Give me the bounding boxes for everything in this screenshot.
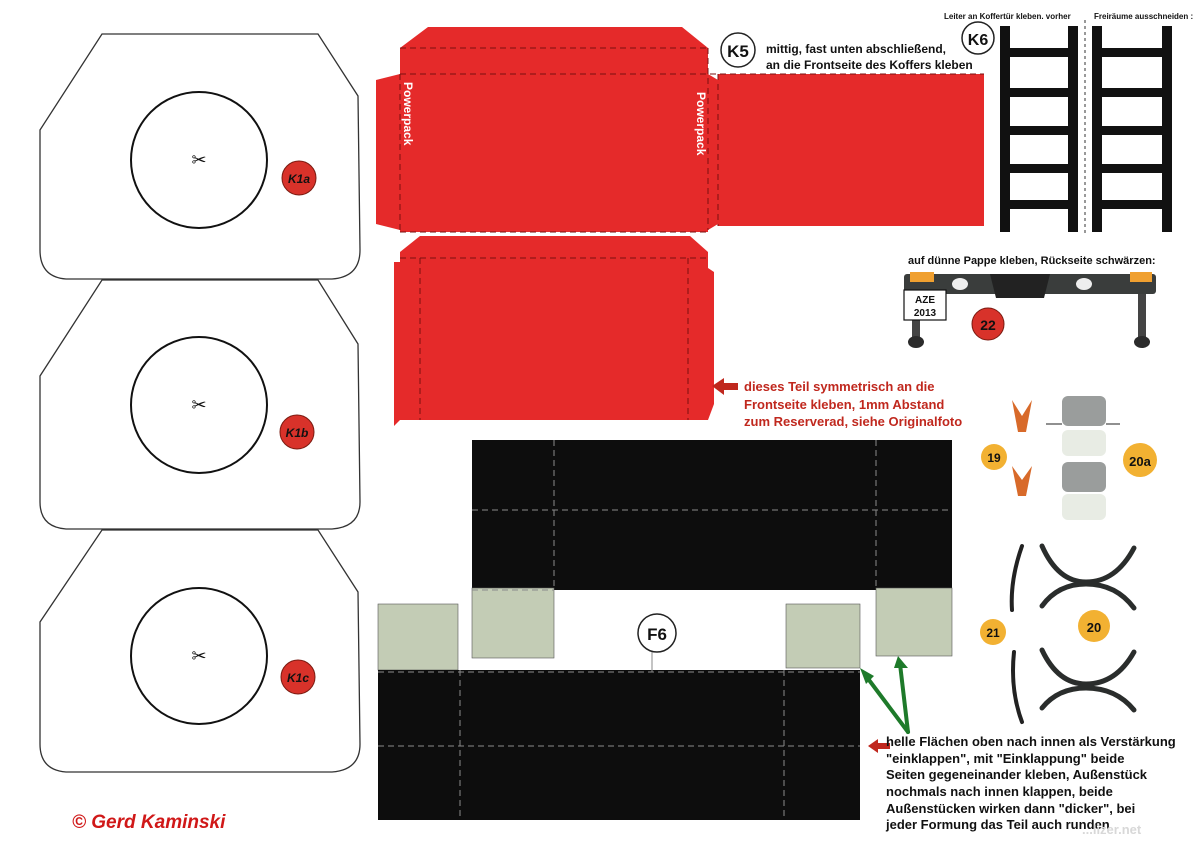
red-part-instruction: dieses Teil symmetrisch an die Frontseit…	[744, 379, 963, 430]
plate-k1a: ✂	[39, 33, 361, 280]
k5-instruction: mittig, fast unten abschließend, an die …	[766, 42, 973, 73]
k6-instruction-left: Leiter an Koffertür kleben. vorher	[944, 12, 1071, 21]
flap-label-left: Powerpack	[401, 82, 415, 146]
plate-k1b: ✂	[39, 279, 361, 530]
svg-text:F6: F6	[647, 625, 667, 644]
watermark: ...lizer.net	[1082, 822, 1142, 837]
badge-21: 21	[980, 619, 1006, 645]
scissors-icon: ✂	[191, 150, 206, 171]
red-box-part: Powerpack Powerpack	[376, 27, 984, 426]
svg-text:19: 19	[987, 451, 1001, 465]
ladder-k6	[1000, 20, 1172, 236]
copyright-notice: © Gerd Kaminski	[72, 812, 226, 833]
arrow-red-upper	[712, 378, 738, 395]
badge-k1c: K1c	[280, 659, 316, 695]
badge-k1b: K1b	[279, 414, 315, 450]
part-21	[1009, 544, 1024, 724]
svg-text:20: 20	[1087, 620, 1101, 635]
svg-text:21: 21	[986, 626, 1000, 640]
badge-k6: K6	[961, 21, 995, 55]
part-f6	[377, 440, 953, 820]
svg-text:20a: 20a	[1129, 454, 1151, 469]
svg-text:K1a: K1a	[288, 172, 310, 186]
scissors-icon: ✂	[191, 646, 206, 667]
badge-20a: 20a	[1123, 443, 1157, 477]
f6-instruction: helle Flächen oben nach innen als Verstä…	[886, 734, 1176, 833]
part22-instruction: auf dünne Pappe kleben, Rückseite schwär…	[908, 255, 1156, 267]
part-19	[1012, 400, 1032, 496]
k6-instruction-right: Freiräume ausschneiden :	[1094, 12, 1194, 21]
plate-line1: AZE	[915, 295, 935, 306]
badge-k1a: K1a	[281, 160, 317, 196]
svg-text:K1c: K1c	[287, 671, 309, 685]
part-20a	[1046, 396, 1120, 520]
arrow-green	[860, 656, 910, 734]
scissors-icon: ✂	[191, 395, 206, 416]
badge-19: 19	[981, 444, 1007, 470]
flap-label-right: Powerpack	[694, 92, 708, 156]
plate-k1c: ✂	[39, 529, 361, 773]
svg-text:K5: K5	[727, 42, 749, 61]
part-20	[1039, 543, 1137, 713]
plate-line2: 2013	[914, 308, 937, 319]
badge-k5: K5	[720, 32, 756, 68]
svg-text:K1b: K1b	[286, 426, 309, 440]
badge-22: 22	[971, 307, 1005, 341]
arrow-red-lower	[868, 739, 890, 753]
badge-f6: F6	[637, 613, 677, 653]
part-22-bumper: AZE 2013	[903, 272, 1156, 348]
svg-text:K6: K6	[968, 32, 989, 49]
svg-text:22: 22	[980, 317, 996, 333]
badge-20: 20	[1078, 610, 1110, 642]
